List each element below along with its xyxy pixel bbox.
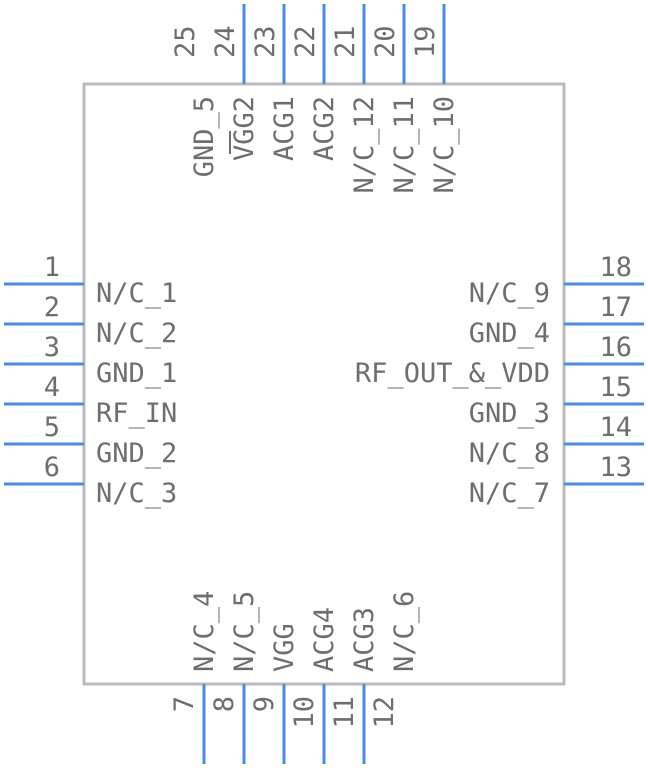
pin-23-number: 23 xyxy=(250,25,281,58)
pin-label-n-c-9: N/C_9 xyxy=(469,278,550,309)
pin-11-number: 11 xyxy=(329,696,360,729)
pin-label-n-c-2: N/C_2 xyxy=(96,318,177,349)
pin-20-number: 20 xyxy=(370,25,401,58)
pin-3-number: 3 xyxy=(44,332,60,363)
pin-6-number: 6 xyxy=(44,452,60,483)
pin-label-n-c-11: N/C_11 xyxy=(389,96,420,194)
pin-label-acg1: ACG1 xyxy=(269,96,300,161)
pin-18-number: 18 xyxy=(599,252,632,283)
pin-label-n-c-3: N/C_3 xyxy=(96,478,177,509)
pins-group: 1N/C_12N/C_23GND_14RF_IN5GND_26N/C_313N/… xyxy=(4,4,644,764)
pin-19-number: 19 xyxy=(410,25,441,58)
pin-2-number: 2 xyxy=(44,292,60,323)
pin-22-number: 22 xyxy=(290,25,321,58)
pin-label-vgg: VGG xyxy=(269,623,300,672)
pin-label-acg4: ACG4 xyxy=(309,607,340,672)
pin-label-n-c-6: N/C_6 xyxy=(389,591,420,672)
pin-21-number: 21 xyxy=(330,25,361,58)
pin-24-number: 24 xyxy=(210,25,241,58)
pin-16-number: 16 xyxy=(599,332,632,363)
pin-12-number: 12 xyxy=(369,696,400,729)
pin-label-gnd-3: GND_3 xyxy=(469,398,550,429)
pin-25-number: 25 xyxy=(170,25,201,58)
pin-label-n-c-5: N/C_5 xyxy=(229,591,260,672)
pin-label-vgg2: VGG2 xyxy=(229,96,260,161)
pin-label-n-c-4: N/C_4 xyxy=(189,591,220,672)
pin-label-n-c-7: N/C_7 xyxy=(469,478,550,509)
ic-body xyxy=(82,82,566,686)
pin-label-rf-in: RF_IN xyxy=(96,398,177,429)
pin-label-rf-out-vdd: RF_OUT_&_VDD xyxy=(355,358,550,389)
pin-label-acg2: ACG2 xyxy=(309,96,340,161)
pin-label-n-c-10: N/C_10 xyxy=(429,96,460,194)
pin-4-number: 4 xyxy=(44,372,60,403)
pin-label-n-c-8: N/C_8 xyxy=(469,438,550,469)
pin-15-number: 15 xyxy=(599,372,632,403)
pin-13-number: 13 xyxy=(599,452,632,483)
pin-label-n-c-1: N/C_1 xyxy=(96,278,177,309)
pin-8-number: 8 xyxy=(209,696,240,712)
pin-17-number: 17 xyxy=(599,292,632,323)
pin-label-n-c-12: N/C_12 xyxy=(349,96,380,194)
pin-5-number: 5 xyxy=(44,412,60,443)
pin-9-number: 9 xyxy=(249,696,280,712)
pin-label-gnd-4: GND_4 xyxy=(469,318,550,349)
pin-label-gnd-2: GND_2 xyxy=(96,438,177,469)
pin-1-number: 1 xyxy=(44,252,60,283)
pin-10-number: 10 xyxy=(289,696,320,729)
pin-14-number: 14 xyxy=(599,412,632,443)
pin-7-number: 7 xyxy=(169,696,200,712)
pin-label-acg3: ACG3 xyxy=(349,607,380,672)
pin-label-gnd-1: GND_1 xyxy=(96,358,177,389)
pin-label-gnd-5: GND_5 xyxy=(189,96,220,177)
